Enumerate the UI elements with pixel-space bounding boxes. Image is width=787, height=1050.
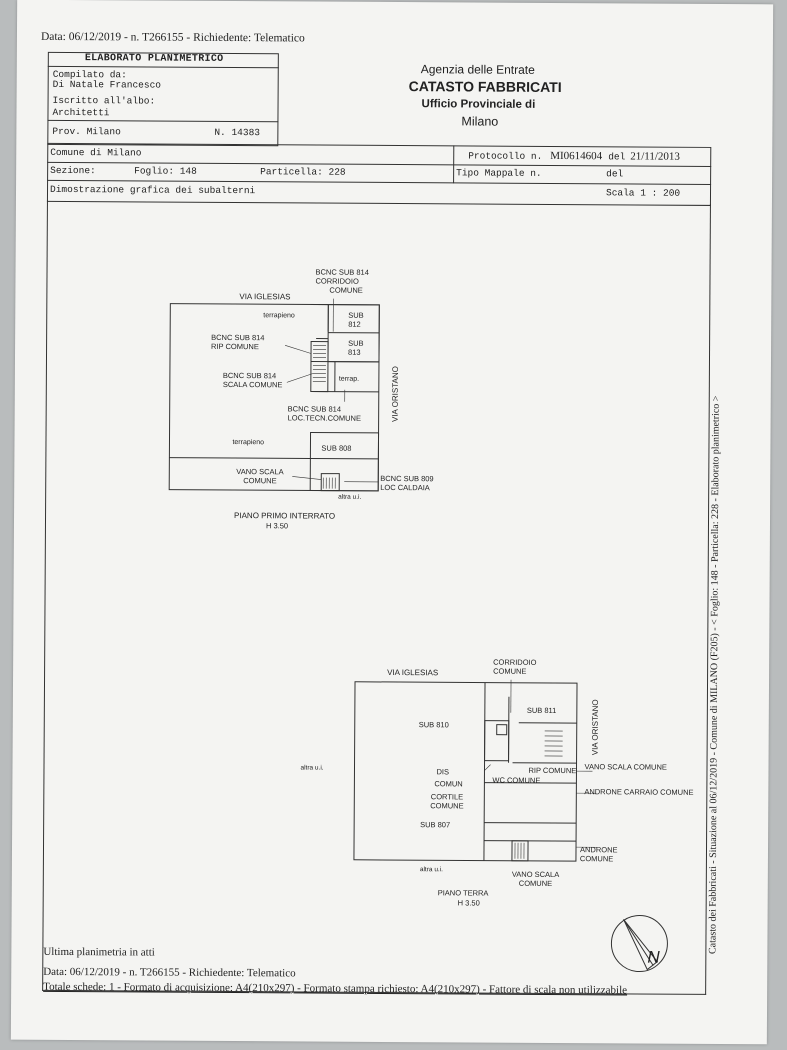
label-line: 812 — [348, 319, 361, 329]
vano-scala-bottom-stair — [511, 840, 529, 862]
piano-terra-label: PIANO TERRA — [437, 888, 489, 898]
label-line: COMUNE — [518, 878, 553, 888]
label-line: CORTILE — [430, 792, 464, 802]
label-line: ANDRONE — [579, 845, 618, 855]
piano-interrato-label: PIANO PRIMO INTERRATO — [234, 511, 336, 521]
scala-comune-label: BCNC SUB 814 SCALA COMUNE — [223, 371, 283, 389]
north-arrow-icon — [610, 915, 668, 973]
label-line: VANO SCALA — [236, 467, 284, 477]
label-line: BCNC SUB 814 — [211, 332, 265, 343]
label-line: COMUNE — [243, 476, 277, 486]
document-page: Data: 06/12/2019 - n. T266155 - Richiede… — [10, 0, 774, 1045]
footer-data-line: Data: 06/12/2019 - n. T266155 - Richiede… — [43, 965, 296, 980]
cortile-comune-label: CORTILE COMUNE — [430, 792, 463, 810]
ultima-planimetria: Ultima planimetria in atti — [43, 945, 155, 959]
sub812-label: SUB 812 — [348, 311, 364, 329]
comun-label: COMUN — [434, 779, 463, 789]
label-line: COMUNE — [493, 666, 527, 676]
terrapieno-label: terrapieno — [263, 312, 295, 320]
sub811-label: SUB 811 — [526, 705, 557, 716]
street-iglesias-basement: VIA IGLESIAS — [239, 292, 291, 302]
rip-comune-label: BCNC SUB 814 RIP COMUNE — [211, 333, 264, 351]
label-line: COMUNE — [430, 801, 464, 811]
dis-comun-room — [484, 720, 510, 762]
rip-comune-ground-label: RIP COMUNE — [528, 765, 577, 776]
androne-comune-label: ANDRONE COMUNE — [580, 845, 618, 863]
sub808-room — [309, 431, 380, 492]
loc-tecn-label: BCNC SUB 814 LOC.TECN.COMUNE — [288, 404, 361, 422]
street-oristano-ground: VIA ORISTANO — [590, 699, 600, 756]
sub808-label: SUB 808 — [321, 443, 352, 453]
vano-scala-comune-right: VANO SCALA COMUNE — [584, 762, 667, 772]
altezza-interrato: H 3.50 — [265, 521, 289, 531]
basement-stair-block — [310, 340, 329, 393]
label-line: LOC CALDAIA — [380, 482, 430, 493]
label-line: SCALA COMUNE — [222, 379, 283, 390]
ground-leaders — [484, 679, 598, 848]
terrapieno-2-label: terrapieno — [232, 439, 265, 447]
north-label: N — [647, 947, 660, 967]
floor-plans — [168, 298, 668, 973]
label-line: BCNC SUB 809 — [380, 473, 434, 484]
altra-ui-ground-left: altra u.i. — [300, 764, 324, 772]
label-line: BCNC SUB 814 — [287, 404, 342, 414]
loc-caldaia-label: BCNC SUB 809 LOC CALDAIA — [380, 474, 433, 492]
vano-scala-basement-label: VANO SCALA COMUNE — [236, 467, 283, 485]
vano-scala-bottom-label: VANO SCALA COMUNE — [512, 870, 559, 888]
label-line: LOC.TECN.COMUNE — [287, 413, 362, 423]
basement-plan — [168, 303, 380, 492]
label-line: BCNC SUB 814 — [315, 267, 369, 277]
label-line: COMUNE — [579, 854, 614, 864]
altra-ui-basement: altra u.i. — [338, 493, 362, 501]
label-line: BCNC SUB 814 — [222, 370, 277, 381]
terrap-label: terrap. — [338, 375, 360, 383]
label-line: VANO SCALA — [511, 869, 560, 880]
basement-stair-hatch — [312, 345, 336, 489]
sub810-label: SUB 810 — [418, 720, 449, 730]
bcnc-corridoio-label: BCNC SUB 814 CORRIDOIO COMUNE — [315, 267, 369, 295]
label-line: RIP COMUNE — [211, 341, 259, 352]
altra-ui-ground-bottom: altra u.i. — [419, 866, 444, 874]
sub807-label: SUB 807 — [420, 820, 451, 830]
altezza-terra: H 3.50 — [457, 898, 480, 908]
label-line: SUB — [348, 338, 364, 348]
androne-carraio-label: ANDRONE CARRAIO COMUNE — [584, 787, 694, 797]
label-line: SUB — [348, 310, 364, 320]
ground-plan — [353, 681, 578, 862]
street-oristano-basement: VIA ORISTANO — [390, 366, 400, 423]
label-line: CORRIDOIO — [493, 657, 537, 667]
ground-outline — [353, 681, 578, 862]
label-line: 813 — [348, 347, 361, 357]
vano-scala-stair — [320, 473, 340, 492]
label-line: CORRIDOIO — [315, 276, 359, 286]
basement-leaders — [284, 298, 379, 483]
wc-comune-label: WC COMUNE — [492, 775, 541, 785]
dis-element — [496, 724, 508, 736]
dis-label: DIS — [436, 767, 450, 777]
label-line: COMUNE — [329, 285, 363, 295]
ground-stair-hatch — [514, 730, 563, 859]
corridoio-comune-label: CORRIDOIO COMUNE — [493, 658, 536, 676]
street-iglesias-ground: VIA IGLESIAS — [387, 667, 439, 678]
sub813-label: SUB 813 — [348, 339, 364, 357]
basement-outline — [168, 303, 380, 492]
